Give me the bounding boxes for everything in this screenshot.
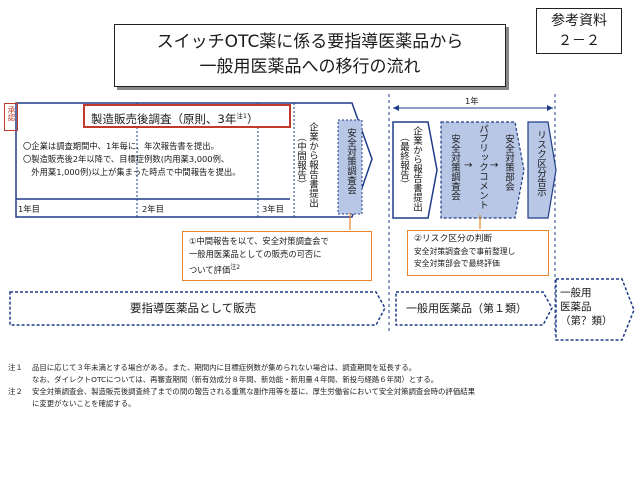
guidance-sales-label: 要指導医薬品として販売 bbox=[130, 301, 257, 315]
approval-tag: 承認 bbox=[4, 103, 18, 131]
callout-2-line-1: 安全対策調査会で事前整理し bbox=[414, 247, 516, 256]
survey-bullet-1: 〇企業は調査期間中、1年毎に、年次報告書を提出。 bbox=[23, 141, 219, 151]
otc-class1-label: 一般用医薬品（第１類） bbox=[406, 302, 527, 315]
note-2-mark: 注２ bbox=[8, 387, 23, 396]
year-label-1: 1年目 bbox=[18, 204, 40, 214]
survey-bullet-2: 〇製造販売後2年以降で、目標症例数(内用薬3,000例、 bbox=[23, 154, 230, 164]
title-line-2: 一般用医薬品への移行の流れ bbox=[199, 57, 421, 77]
callout-2-title: ②リスク区分の判断 bbox=[414, 234, 493, 244]
callout-risk-classification: ②リスク区分の判断 安全対策調査会で事前整理し 安全対策部会で最終評価 bbox=[407, 230, 549, 276]
note-2-line-2: に変更がないことを確認する。 bbox=[32, 399, 136, 408]
process-arrow-glyph: → bbox=[464, 160, 473, 171]
reference-line-1: 参考資料 bbox=[551, 13, 607, 29]
callout-interim-evaluation: ①中間報告を以て、安全対策調査会で 一般用医薬品としての販売の可否に ついて評価… bbox=[182, 231, 372, 281]
year-label-2: 2年目 bbox=[142, 204, 164, 214]
title-line-1: スイッチOTC薬に係る要指導医薬品から bbox=[156, 32, 464, 52]
otc-unknown-class-label: 一般用 医薬品 （第？類） bbox=[560, 286, 613, 328]
process-arrow-glyph-2: → bbox=[490, 160, 499, 171]
callout-1-line-3: ついて評価 bbox=[189, 264, 231, 275]
bracket-arrow-right bbox=[547, 105, 553, 111]
otc-q-line-1: 一般用 bbox=[560, 287, 592, 299]
interim-report-sub: （中間報告） bbox=[295, 132, 306, 189]
guidance-sales-arrow bbox=[9, 291, 386, 326]
final-report-sub: （最終報告） bbox=[398, 132, 409, 189]
reference-line-2: ２－２ bbox=[558, 33, 600, 49]
interim-report-text: 企業から報告書提出 bbox=[307, 122, 318, 208]
survey-title-end: ） bbox=[246, 111, 259, 126]
note-1-mark: 注１ bbox=[8, 363, 23, 372]
otc-q-line-3: （第？類） bbox=[560, 315, 613, 327]
otc-class1-arrow bbox=[395, 291, 553, 326]
title-box: スイッチOTC薬に係る要指導医薬品から 一般用医薬品への移行の流れ bbox=[114, 24, 506, 87]
final-report-arrow bbox=[392, 121, 438, 219]
note-2-line-1: 安全対策調査会、製造販売後調査終了までの間の報告される重篤な副作用等を基に、厚生… bbox=[32, 387, 475, 396]
year-label-3: 3年目 bbox=[262, 204, 284, 214]
callout-1-note-mark: 注2 bbox=[230, 264, 241, 271]
risk-notice-text: リスク区分告示 bbox=[535, 130, 546, 197]
approval-label: 承認 bbox=[7, 106, 16, 121]
otc-q-line-2: 医薬品 bbox=[560, 301, 592, 313]
callout-1-line-2: 一般用医薬品としての販売の可否に bbox=[189, 249, 322, 259]
note-1-line-1: 品目に応じて３年未満とする場合がある。また、期間内に目標症例数が集められない場合… bbox=[32, 363, 417, 372]
council-process-arrow bbox=[440, 121, 525, 219]
callout-2-line-2: 安全対策部会で最終評価 bbox=[414, 259, 500, 268]
survey-title: 製造販売後調査（原則、3年 bbox=[91, 111, 237, 126]
survey-bullet-3: 外用薬1,000例)以上が集まった時点で中間報告を提出。 bbox=[23, 167, 241, 177]
callout-1-line-1: ①中間報告を以て、安全対策調査会で bbox=[189, 236, 329, 246]
final-council-text: 安全対策調査会 bbox=[449, 134, 460, 201]
one-year-label: 1年 bbox=[465, 96, 479, 106]
interim-council-text: 安全対策調査会 bbox=[345, 128, 356, 195]
survey-note-mark: 注1 bbox=[236, 112, 247, 120]
safety-committee-text: 安全対策部会 bbox=[503, 134, 514, 191]
note-1-line-2: なお、ダイレクトOTCについては、再審査期間（新有効成分８年間、新効能・新用量４… bbox=[32, 375, 439, 384]
risk-notice-arrow bbox=[527, 121, 557, 219]
interim-council-fill bbox=[337, 119, 363, 215]
reference-box: 参考資料 ２－２ bbox=[536, 8, 622, 54]
survey-title-box: 製造販売後調査（原則、3年注1） bbox=[83, 104, 291, 128]
otc-unknown-class-arrow bbox=[555, 278, 635, 341]
public-comment-text: パブリックコメント bbox=[477, 124, 488, 210]
final-report-text: 企業から報告書提出 bbox=[411, 126, 422, 212]
bracket-arrow-left bbox=[393, 105, 399, 111]
